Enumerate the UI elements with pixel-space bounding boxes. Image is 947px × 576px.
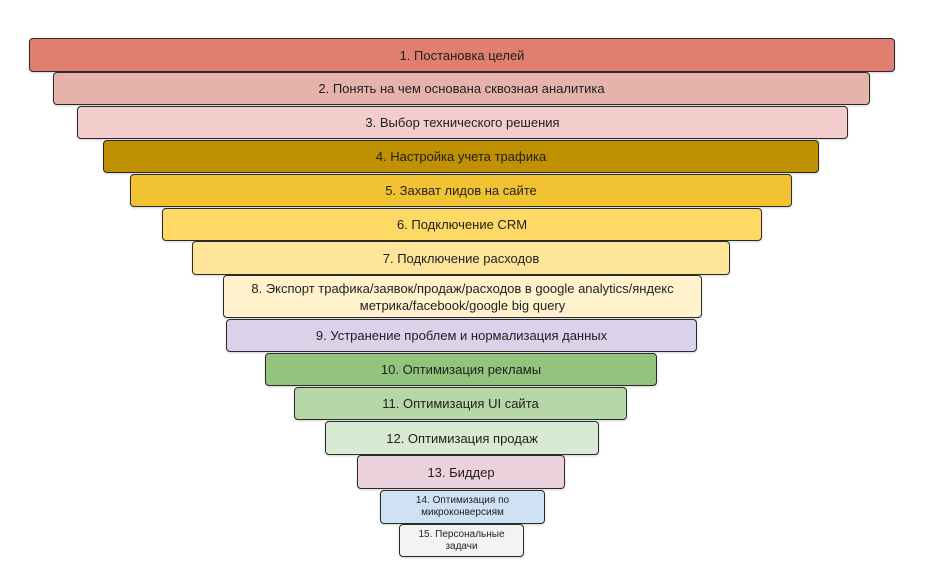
funnel-stage-1-label: 1. Постановка целей xyxy=(399,47,525,63)
funnel-stage-15: 15. Персональные задачи xyxy=(399,524,524,557)
funnel-stage-8-label: 8. Экспорт трафика/заявок/продаж/расходо… xyxy=(251,280,674,313)
funnel-stage-2-label: 2. Понять на чем основана сквозная анали… xyxy=(318,81,605,96)
funnel-stage-2: 2. Понять на чем основана сквозная анали… xyxy=(53,72,870,105)
funnel-stage-12-label: 12. Оптимизация продаж xyxy=(386,430,538,446)
funnel-stage-5-label: 5. Захват лидов на сайте xyxy=(385,183,537,198)
funnel-stage-14-label: 14. Оптимизация по микроконверсиям xyxy=(415,495,510,518)
funnel-stage-3: 3. Выбор технического решения xyxy=(77,106,848,139)
funnel-stage-14: 14. Оптимизация по микроконверсиям xyxy=(380,490,545,524)
funnel-stage-6: 6. Подключение CRM xyxy=(162,208,762,241)
funnel-stage-9-label: 9. Устранение проблем и нормализация дан… xyxy=(315,328,608,343)
funnel-stage-4-label: 4. Настройка учета трафика xyxy=(375,149,547,164)
funnel-stage-9: 9. Устранение проблем и нормализация дан… xyxy=(226,319,697,352)
funnel-stage-4: 4. Настройка учета трафика xyxy=(103,140,819,173)
funnel-stage-3-label: 3. Выбор технического решения xyxy=(365,115,560,130)
funnel-stage-5: 5. Захват лидов на сайте xyxy=(130,174,792,207)
funnel-stage-7-label: 7. Подключение расходов xyxy=(382,250,540,266)
funnel-stage-10: 10. Оптимизация рекламы xyxy=(265,353,657,386)
funnel-stage-8: 8. Экспорт трафика/заявок/продаж/расходо… xyxy=(223,275,702,318)
funnel-stage-11: 11. Оптимизация UI сайта xyxy=(294,387,627,420)
funnel-stage-1: 1. Постановка целей xyxy=(29,38,895,72)
funnel-stage-12: 12. Оптимизация продаж xyxy=(325,421,599,455)
funnel-stage-7: 7. Подключение расходов xyxy=(192,241,730,275)
funnel-stage-11-label: 11. Оптимизация UI сайта xyxy=(382,396,539,411)
funnel-stage-13-label: 13. Биддер xyxy=(427,464,495,480)
funnel-stage-13: 13. Биддер xyxy=(357,455,565,489)
funnel-stage-10-label: 10. Оптимизация рекламы xyxy=(380,362,542,377)
funnel-stage-6-label: 6. Подключение CRM xyxy=(396,217,528,232)
funnel-stage-15-label: 15. Персональные задачи xyxy=(418,528,505,552)
